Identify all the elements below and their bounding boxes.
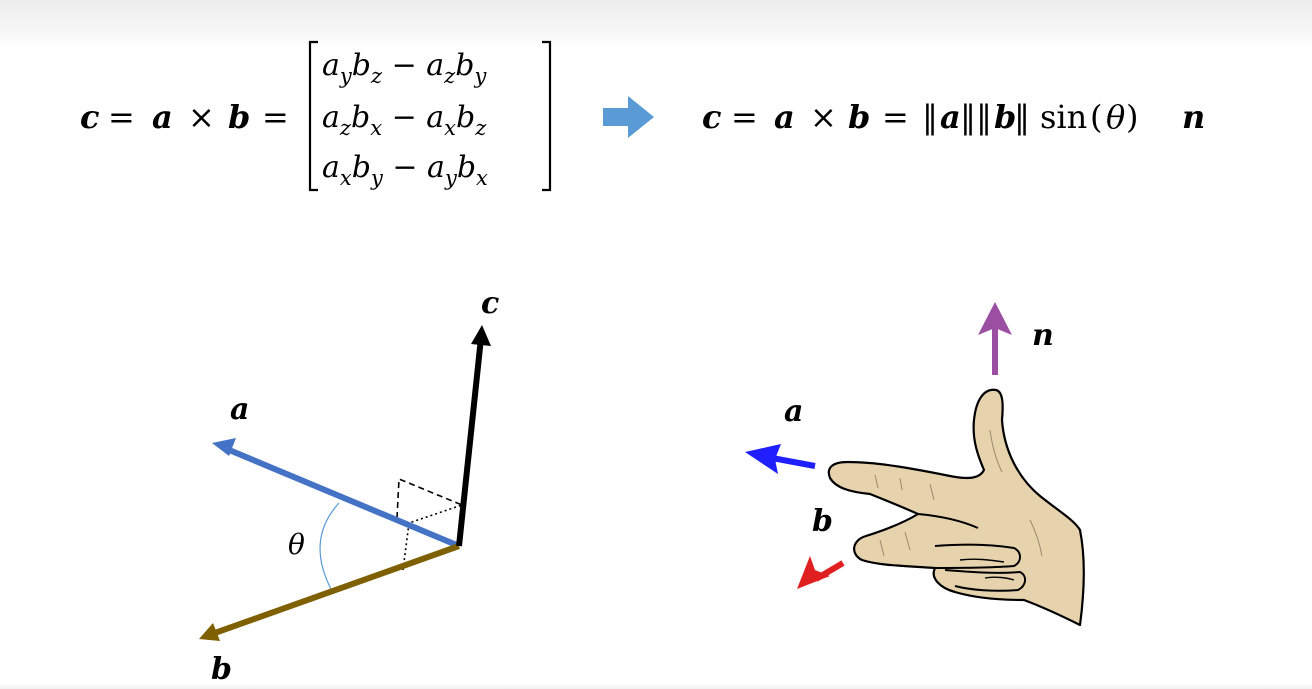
formula-left-b: b xyxy=(228,98,250,136)
formula-right-norm-b: b xyxy=(994,98,1016,136)
formula-right-a: a xyxy=(774,98,795,136)
hand-vector-a-arrowhead-icon xyxy=(745,444,781,474)
hand-icon xyxy=(827,388,1085,627)
vector-a-line xyxy=(220,444,461,549)
matrix-bracket-left xyxy=(308,40,318,192)
hand-skin-line-4 xyxy=(879,539,885,557)
bottom-gradient-bar xyxy=(0,683,1312,689)
formula-right-norm-b-close: ‖ xyxy=(1014,98,1030,136)
vector-a-label: a xyxy=(230,392,249,427)
formula-right-paren-close: ) xyxy=(1126,98,1138,136)
vector-diagram: θ a b c xyxy=(199,286,499,687)
vector-n-arrowhead-icon xyxy=(978,302,1012,335)
hand-curled-finger-lower xyxy=(944,569,1026,592)
hand-finger-crease xyxy=(917,513,979,529)
formula-right-norm-a: a xyxy=(940,98,961,136)
vector-b-line xyxy=(210,543,461,637)
vector-n-label: n xyxy=(1032,318,1054,353)
vector-c-label: c xyxy=(481,286,499,321)
formula-right-eq1: = xyxy=(731,98,758,136)
vector-b-label: b xyxy=(211,652,232,687)
formula-right-n: n xyxy=(1182,98,1205,136)
right-hand-rule-diagram: n a b xyxy=(745,302,1085,627)
formula-right-sin: sin xyxy=(1040,98,1087,136)
hand-vector-b-arrowhead-icon xyxy=(797,556,830,589)
projection-dotted-lines xyxy=(402,504,463,571)
hand-shape xyxy=(827,388,1085,627)
formula-left-a: a xyxy=(152,98,173,136)
theta-arc xyxy=(319,502,340,592)
hand-thumb-line xyxy=(989,429,1003,473)
formula-right-c: c xyxy=(702,98,721,136)
hand-skin-line-5 xyxy=(904,531,911,551)
formula-left-c: c xyxy=(80,98,99,136)
transition-arrow-icon xyxy=(603,96,654,138)
formula-right-norm-a-close: ‖ xyxy=(960,98,976,136)
hand-skin-line-2 xyxy=(899,477,903,491)
matrix-row-1: aybz − azby xyxy=(322,48,487,88)
formula-right-paren-open: ( xyxy=(1090,98,1102,136)
formula-right: c = a × b = ‖ a ‖ ‖ b ‖ sin ( θ ) n xyxy=(702,98,1205,136)
hand-vector-b-label: b xyxy=(812,504,833,539)
formula-left: c = a × b = aybz − azby azbx − axbz axby… xyxy=(80,40,552,192)
formula-right-theta: θ xyxy=(1106,98,1125,136)
hand-knuckle-line-2 xyxy=(984,576,1015,581)
hand-vector-a-label: a xyxy=(784,394,803,429)
hand-palm-line xyxy=(1029,519,1043,557)
hand-curled-finger xyxy=(934,543,1021,569)
vector-c-arrowhead-icon xyxy=(471,325,491,346)
vector-c-line xyxy=(456,337,484,547)
formula-left-times: × xyxy=(188,98,215,136)
formula-right-eq2: = xyxy=(882,98,909,136)
formula-right-b: b xyxy=(848,98,870,136)
matrix-row-2: azbx − axbz xyxy=(322,100,487,140)
formula-left-eq2: = xyxy=(262,98,289,136)
vector-b-arrowhead-icon xyxy=(199,623,220,641)
hand-knuckle-line xyxy=(959,558,1005,563)
theta-label: θ xyxy=(288,528,305,561)
hand-skin-line-3 xyxy=(929,483,935,501)
hand-skin-line-1 xyxy=(874,474,879,489)
formula-right-norm-a-open: ‖ xyxy=(922,98,938,136)
projection-dashed-lines xyxy=(396,477,463,519)
matrix-row-3: axby − aybx xyxy=(322,150,488,190)
formula-right-times: × xyxy=(810,98,837,136)
formula-right-norm-b-open: ‖ xyxy=(976,98,992,136)
top-gradient-bar xyxy=(0,0,1312,46)
formula-left-eq1: = xyxy=(108,98,135,136)
hand-vector-a-line xyxy=(771,455,816,469)
matrix-bracket-right xyxy=(542,40,552,192)
vector-a-arrowhead-icon xyxy=(212,438,236,456)
